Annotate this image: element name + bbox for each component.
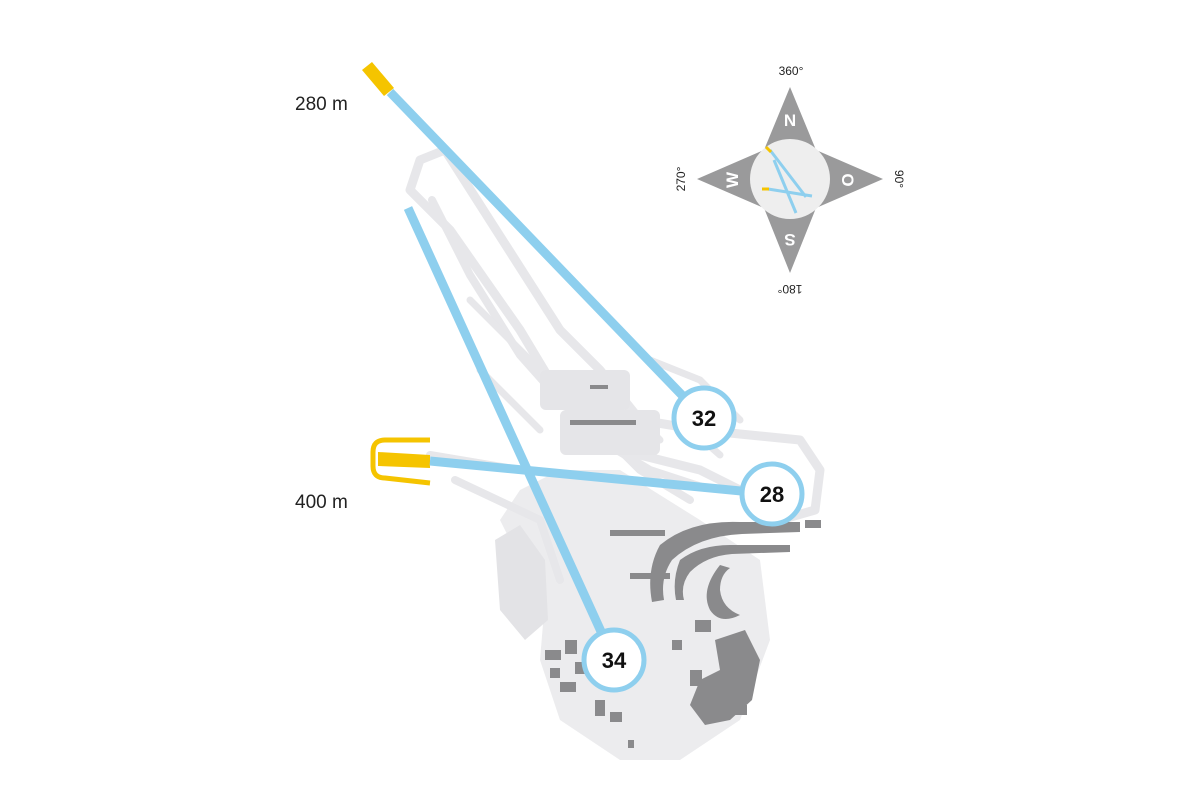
- runway-32: [386, 88, 708, 422]
- runway-28: [429, 456, 773, 499]
- building: [560, 682, 576, 692]
- runway-badge-34[interactable]: 34: [581, 627, 647, 693]
- terminal-south: [690, 630, 760, 725]
- runways: [386, 88, 773, 662]
- runway-badge-28[interactable]: 28: [739, 461, 805, 527]
- building: [672, 640, 682, 650]
- building: [590, 385, 608, 389]
- apron-stand-north: [540, 370, 630, 410]
- building: [695, 620, 711, 632]
- apron-area-west: [495, 525, 548, 640]
- compass-degree-east: 90°: [892, 170, 906, 188]
- building: [545, 650, 561, 660]
- terminal-buildings: [545, 385, 821, 748]
- compass-rose: N O S W 360° 90° 180° 270°: [674, 64, 906, 296]
- runway-28-overrun: [370, 437, 431, 486]
- building: [805, 520, 821, 528]
- apron-stand-mid: [560, 410, 660, 455]
- runway-32-overrun: [362, 62, 394, 96]
- runway-number-label: 34: [602, 648, 627, 673]
- compass-degree-north: 360°: [779, 64, 804, 78]
- building: [610, 712, 622, 722]
- compass-east-letter: O: [838, 173, 857, 186]
- building: [628, 740, 634, 748]
- runway-number-label: 28: [760, 482, 784, 507]
- compass-degree-west: 270°: [674, 166, 688, 191]
- building: [690, 670, 702, 686]
- compass-north-letter: N: [784, 111, 796, 130]
- building: [735, 705, 747, 715]
- building: [570, 420, 636, 425]
- compass-runway-mini: [762, 145, 813, 214]
- building: [595, 700, 605, 716]
- building: [630, 573, 670, 579]
- building: [550, 668, 560, 678]
- runway-badge-32[interactable]: 32: [671, 385, 737, 451]
- compass-west-letter: W: [723, 171, 742, 188]
- compass-degree-south: 180°: [777, 282, 802, 296]
- compass-disc: [750, 139, 830, 219]
- terminal-curve-inner: [674, 545, 790, 600]
- runway-34: [403, 206, 619, 662]
- distance-label-left: 400 m: [295, 492, 348, 513]
- compass-south-letter: S: [784, 230, 795, 249]
- terminal-crescent: [706, 565, 740, 619]
- terminal-curve: [650, 521, 800, 602]
- distance-label-top: 280 m: [295, 94, 348, 115]
- building: [565, 640, 577, 654]
- building: [610, 530, 665, 536]
- runway-number-label: 32: [692, 406, 716, 431]
